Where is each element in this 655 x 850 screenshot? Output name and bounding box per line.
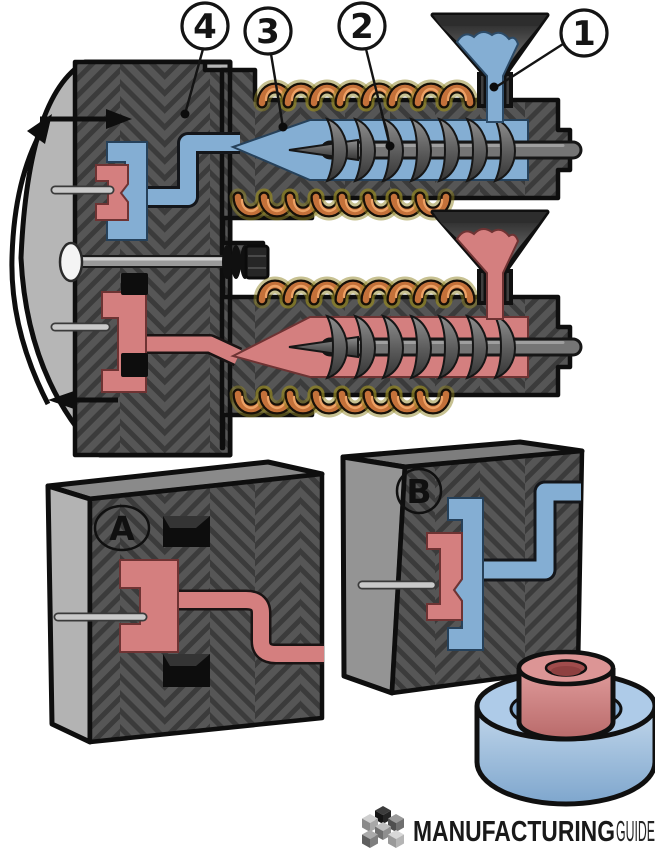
brand-text-bold: MANUFACTURING bbox=[413, 816, 615, 848]
rotation-arrow-left bbox=[48, 391, 74, 409]
screw-bottom bbox=[288, 315, 583, 379]
detail-b-label: B bbox=[406, 472, 431, 511]
platen-keyway-bottom bbox=[121, 353, 148, 377]
block-a-cavity-red bbox=[119, 559, 179, 653]
rotation-arrow-right bbox=[106, 109, 132, 129]
callout-3-label: 3 bbox=[256, 12, 280, 52]
block-b-contents: B bbox=[357, 467, 581, 651]
detail-a-label: A bbox=[109, 509, 135, 548]
hopper-material-red bbox=[455, 228, 520, 320]
center-bolt bbox=[58, 241, 270, 283]
hopper-blue bbox=[430, 12, 550, 123]
hopper-material-blue bbox=[455, 31, 520, 123]
screw-top bbox=[288, 118, 583, 182]
callout-1-label: 1 bbox=[572, 14, 596, 54]
bolt-hex-head bbox=[244, 244, 270, 280]
callout-4: 4 bbox=[180, 1, 230, 119]
callout-1: 1 bbox=[489, 8, 609, 92]
bolt-head-disc bbox=[58, 241, 84, 283]
brand-text-light: GUIDE bbox=[616, 816, 655, 848]
callout-4-label: 4 bbox=[193, 7, 217, 47]
hopper-red bbox=[430, 209, 550, 320]
finished-part bbox=[474, 649, 655, 807]
rotation-arrows bbox=[9, 109, 132, 409]
rotation-arc bbox=[9, 128, 51, 406]
callout-2: 2 bbox=[337, 1, 395, 151]
runner-red bbox=[144, 334, 243, 367]
callout-2-label: 2 bbox=[350, 7, 374, 47]
platen-keyway-top bbox=[121, 273, 148, 295]
block-b-cavity-red bbox=[426, 532, 463, 621]
block-a-contents: A bbox=[53, 504, 324, 687]
brand-logo: MANUFACTURING GUIDE bbox=[362, 806, 655, 848]
part-red-core-body bbox=[516, 668, 616, 742]
callout-3: 3 bbox=[243, 6, 293, 132]
brand-logo-cubes-icon bbox=[362, 806, 404, 848]
runner-blue bbox=[146, 132, 240, 208]
